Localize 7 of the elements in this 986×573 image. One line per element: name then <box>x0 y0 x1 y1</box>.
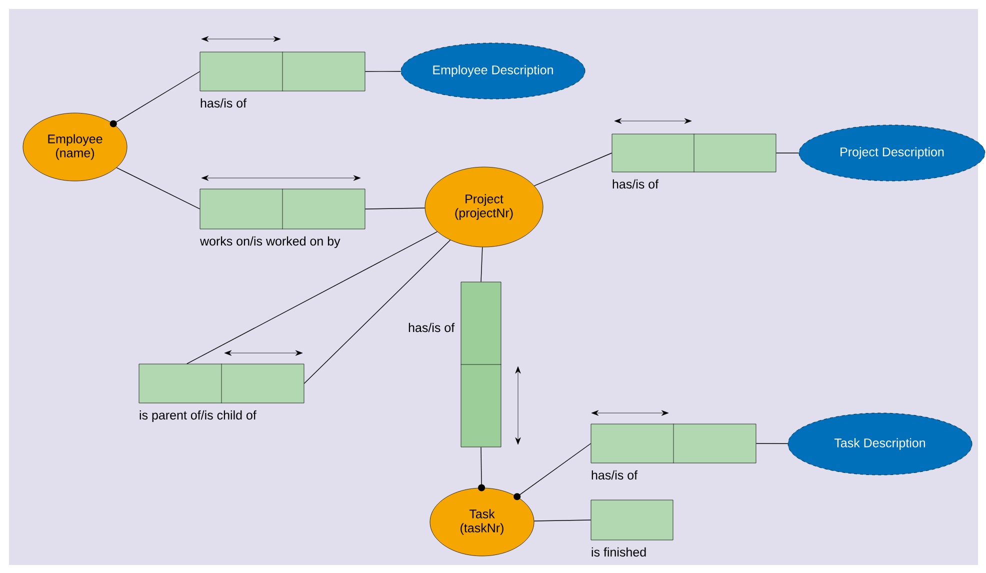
fact-reading: is parent of/is child of <box>140 410 256 422</box>
fact-reading: has/is of <box>592 470 638 480</box>
fact-reading: is finished <box>592 547 646 557</box>
fact-reading: works on/is worked on by <box>200 236 340 248</box>
fact-reading: has/is of <box>408 322 455 332</box>
fact-reading: has/is of <box>200 98 247 108</box>
fact-reading: has/is of <box>612 179 659 189</box>
